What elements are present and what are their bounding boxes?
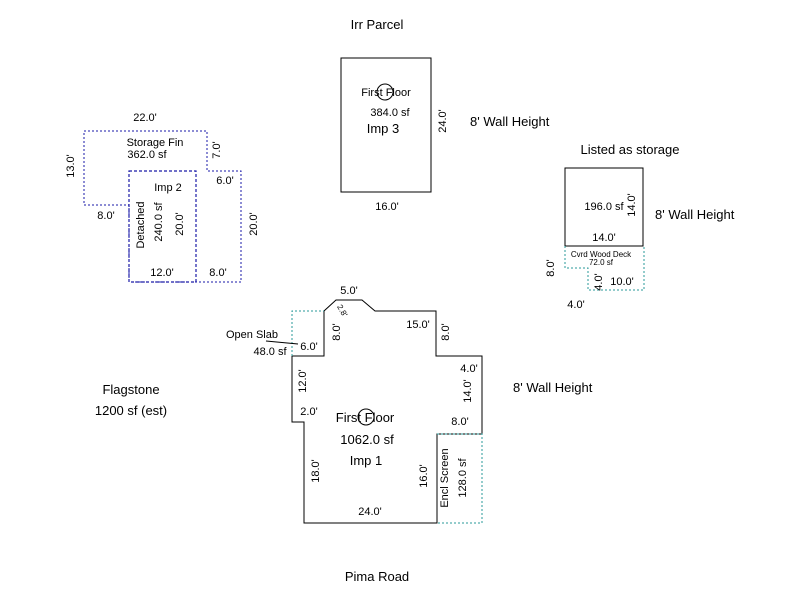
storage-building: 196.0 sf 14.0' 14.0' Cvrd Wood Deck 72.0… xyxy=(545,167,645,311)
imp1-dim-14: 14.0' xyxy=(462,379,474,403)
flagstone-label: Flagstone xyxy=(102,382,159,397)
deck-dim-4-bottom: 4.0' xyxy=(567,299,584,311)
imp1-dim-15: 15.0' xyxy=(406,319,430,331)
open-slab-leader xyxy=(265,340,299,345)
imp3-dim-right: 24.0' xyxy=(437,109,449,133)
imp3-building: First Floor 384.0 sf Imp 3 24.0' 16.0' xyxy=(340,57,449,213)
open-slab-outline xyxy=(291,310,324,356)
deck-dim-4-v: 4.0' xyxy=(593,273,605,290)
imp3-dim-bottom: 16.0' xyxy=(375,201,399,213)
encl-screen-label: Encl Screen xyxy=(439,448,451,507)
imp3-marker xyxy=(376,83,394,101)
imp1-building: First Floor 1062.0 sf Imp 1 Open Slab 48… xyxy=(226,285,483,524)
imp1-area: 1062.0 sf xyxy=(340,432,394,447)
imp1-dim-6: 6.0' xyxy=(300,341,317,353)
deck-outline xyxy=(564,246,645,291)
imp2-dim-20-inner: 20.0' xyxy=(174,212,186,236)
storage-outline xyxy=(564,167,644,247)
imp1-dim-18: 18.0' xyxy=(310,459,322,483)
storage-fin-outline xyxy=(83,130,242,283)
imp2-detached-area: 240.0 sf xyxy=(153,201,165,241)
open-slab-label: Open Slab xyxy=(226,329,278,341)
imp1-dim-8-c: 8.0' xyxy=(451,416,468,428)
imp3-area: 384.0 sf xyxy=(370,107,410,119)
listed-storage-label: Listed as storage xyxy=(580,142,679,157)
imp3-name: Imp 3 xyxy=(367,121,400,136)
imp2-dim-top: 22.0' xyxy=(133,112,157,124)
imp2-dim-20-outer: 20.0' xyxy=(248,212,260,236)
imp2-name: Imp 2 xyxy=(154,182,182,194)
imp3-outline xyxy=(340,57,432,193)
imp1-dim-2-8: 2.8' xyxy=(335,303,349,319)
detached-outline xyxy=(128,170,197,283)
imp1-dim-16: 16.0' xyxy=(418,464,430,488)
imp1-wall-height: 8' Wall Height xyxy=(513,380,593,395)
encl-screen-outline xyxy=(437,433,483,524)
imp1-dim-5: 5.0' xyxy=(340,285,357,297)
storage-fin-label: Storage Fin xyxy=(127,137,184,149)
imp2-dim-6: 6.0' xyxy=(216,175,233,187)
imp2-detached: Detached xyxy=(135,201,147,248)
imp1-dim-12: 12.0' xyxy=(297,369,309,393)
imp2-dim-8-bottom: 8.0' xyxy=(209,267,226,279)
deck-dim-8-left: 8.0' xyxy=(545,259,557,276)
imp1-outline xyxy=(291,299,483,524)
imp1-dim-24: 24.0' xyxy=(358,506,382,518)
imp2-dim-8-left: 8.0' xyxy=(97,210,114,222)
imp1-marker xyxy=(357,408,375,426)
imp1-dim-4: 4.0' xyxy=(460,363,477,375)
imp2-dim-12: 12.0' xyxy=(150,267,174,279)
imp1-dim-8-b: 8.0' xyxy=(440,323,452,340)
imp2-building: Storage Fin 362.0 sf 22.0' 13.0' 7.0' 6.… xyxy=(65,112,260,283)
imp1-name: Imp 1 xyxy=(350,453,383,468)
storage-dim-right: 14.0' xyxy=(626,193,638,217)
imp2-dim-right-top: 7.0' xyxy=(211,141,223,158)
storage-wall-height: 8' Wall Height xyxy=(655,207,735,222)
encl-screen-area: 128.0 sf xyxy=(457,457,469,497)
pima-road-label: Pima Road xyxy=(345,569,409,584)
deck-label: Cvrd Wood Deck xyxy=(571,250,632,259)
storage-dim-bottom: 14.0' xyxy=(592,232,616,244)
imp3-first-floor: First Floor xyxy=(361,87,411,99)
imp1-dim-2: 2.0' xyxy=(300,406,317,418)
imp3-wall-height: 8' Wall Height xyxy=(470,114,550,129)
deck-area: 72.0 sf xyxy=(589,258,614,267)
deck-dim-10: 10.0' xyxy=(610,276,634,288)
open-slab-area: 48.0 sf xyxy=(253,346,287,358)
imp1-dim-8-a: 8.0' xyxy=(331,323,343,340)
flagstone-area: 1200 sf (est) xyxy=(95,403,167,418)
storage-fin-area: 362.0 sf xyxy=(127,149,167,161)
imp2-dim-left: 13.0' xyxy=(65,154,77,178)
storage-area: 196.0 sf xyxy=(584,201,624,213)
irr-parcel-label: Irr Parcel xyxy=(351,17,404,32)
imp1-first-floor: First Floor xyxy=(336,410,395,425)
